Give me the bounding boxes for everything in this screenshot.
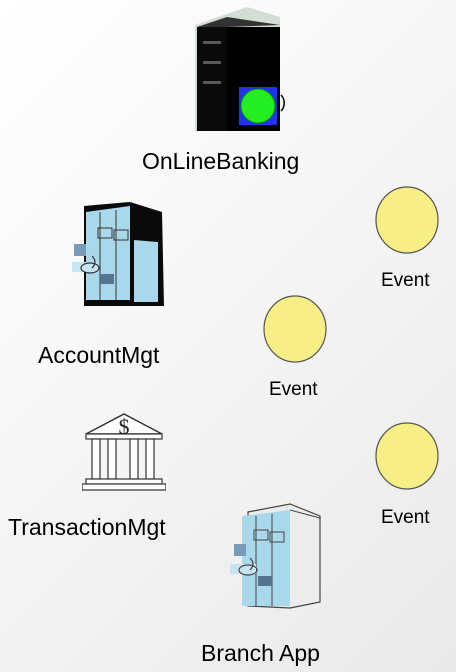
node-label-account-mgt: AccountMgt <box>38 342 160 368</box>
event-label-1: Event <box>381 270 430 291</box>
event-circle-icon <box>263 295 327 363</box>
node-label-online-banking: OnLineBanking <box>142 148 300 174</box>
office-building-icon <box>230 503 321 609</box>
office-building-icon <box>72 202 164 306</box>
event-label-2: Event <box>269 379 318 400</box>
event-circle-icon <box>375 422 439 490</box>
node-label-branch-app: Branch App <box>201 640 320 666</box>
event-circle-icon <box>375 186 439 254</box>
event-label-3: Event <box>381 507 430 528</box>
node-label-transaction-mgt: TransactionMgt <box>8 514 166 540</box>
server-icon <box>195 7 285 131</box>
svg-text:$: $ <box>119 414 130 439</box>
bank-icon: $ <box>82 413 166 491</box>
